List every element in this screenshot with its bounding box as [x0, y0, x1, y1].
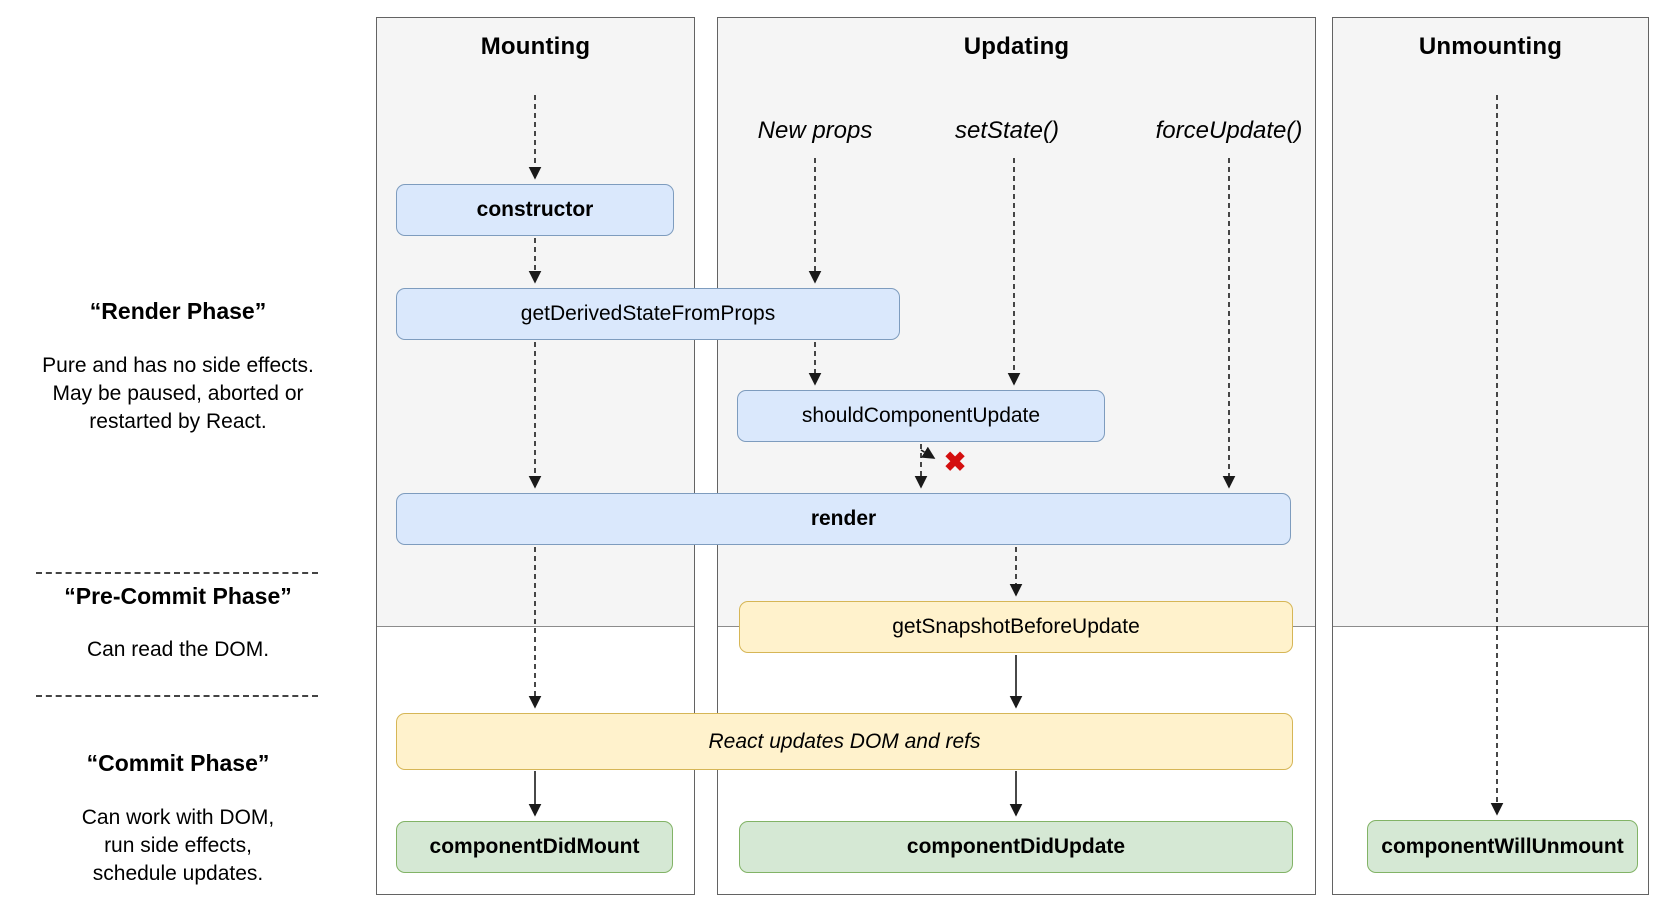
commit-phase-description: Can work with DOM, run side effects, sch…: [81, 806, 275, 885]
phase-divider: [36, 572, 318, 574]
component-will-unmount-node: componentWillUnmount: [1367, 820, 1638, 873]
component-did-update-node: componentDidUpdate: [739, 821, 1293, 873]
should-component-update-node: shouldComponentUpdate: [737, 390, 1105, 442]
commit-phase-title: “Commit Phase”: [86, 750, 270, 776]
render-phase-description: Pure and has no side effects. May be pau…: [42, 354, 314, 433]
pre-commit-phase-title: “Pre-Commit Phase”: [64, 583, 292, 609]
render-skipped-x-icon: ✖: [943, 447, 967, 477]
force-update-label: forceUpdate(): [1155, 117, 1303, 144]
component-did-mount-node: componentDidMount: [396, 821, 673, 873]
get-derived-state-from-props-node: getDerivedStateFromProps: [396, 288, 900, 340]
pre-commit-phase-description: Can read the DOM.: [86, 638, 270, 661]
render-phase-title: “Render Phase”: [89, 298, 267, 324]
get-snapshot-before-update-node: getSnapshotBeforeUpdate: [739, 601, 1293, 653]
render-node: render: [396, 493, 1291, 545]
constructor-node: constructor: [396, 184, 674, 236]
unmounting-column-title: Unmounting: [1418, 33, 1563, 60]
set-state-label: setState(): [954, 117, 1060, 144]
phase-divider: [36, 695, 318, 697]
unmounting-render-phase-background: [1333, 18, 1648, 627]
new-props-label: New props: [757, 117, 873, 144]
mounting-column-title: Mounting: [480, 33, 591, 60]
unmounting-column-panel: [1332, 17, 1649, 895]
react-updates-dom-node: React updates DOM and refs: [396, 713, 1293, 770]
updating-column-title: Updating: [963, 33, 1070, 60]
